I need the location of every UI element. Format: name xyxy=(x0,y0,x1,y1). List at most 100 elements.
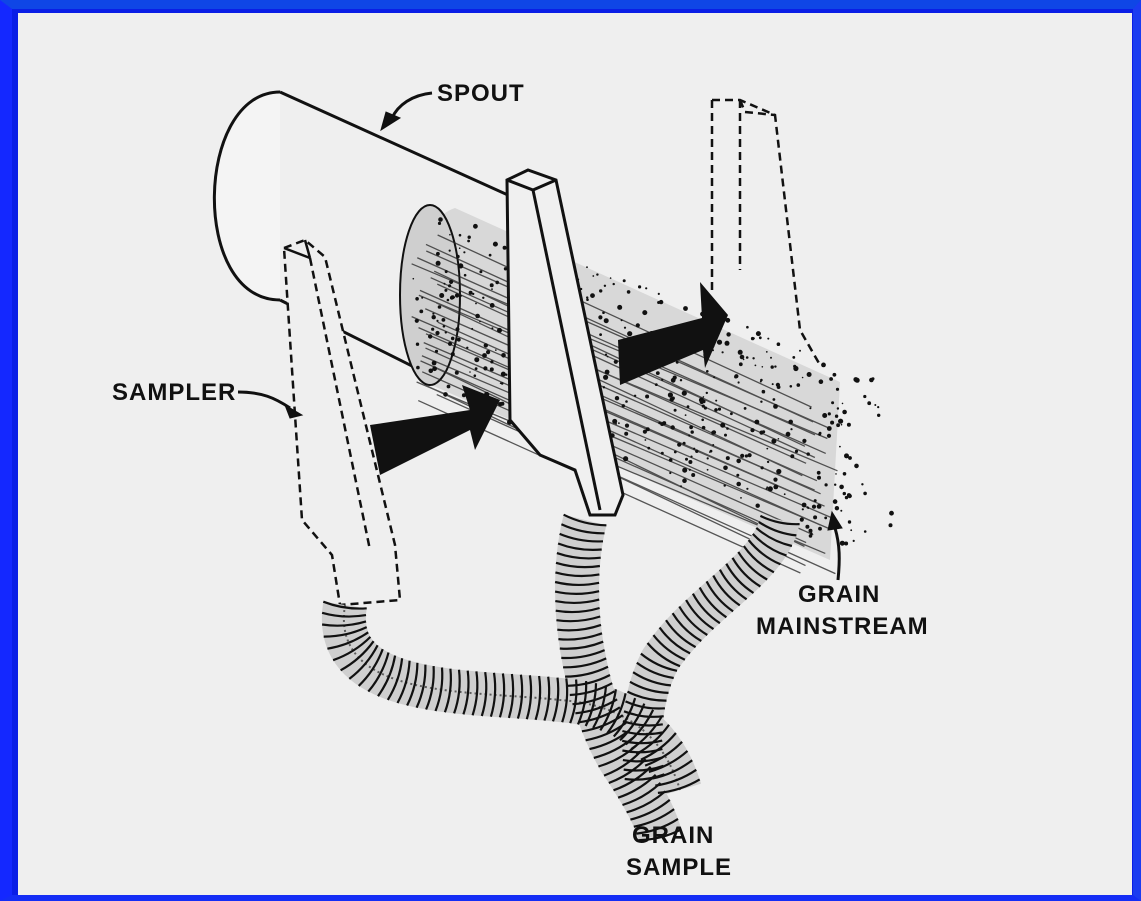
grain-particle xyxy=(471,328,473,330)
grain-particle xyxy=(844,453,849,458)
grain-particle xyxy=(744,407,747,410)
grain-particle xyxy=(767,338,769,340)
grain-particle xyxy=(689,425,693,429)
grain-particle xyxy=(817,476,821,480)
grain-particle xyxy=(841,424,843,426)
grain-particle xyxy=(671,378,676,383)
grain-particle xyxy=(766,448,768,450)
grain-particle xyxy=(455,293,459,297)
grain-particle xyxy=(449,280,453,284)
grain-particle xyxy=(490,367,494,371)
grain-particle xyxy=(469,291,473,295)
grain-particle xyxy=(436,261,441,266)
grain-particle xyxy=(853,377,858,382)
grain-particle xyxy=(598,315,602,319)
grain-particle xyxy=(497,328,502,333)
grain-particle xyxy=(734,375,737,378)
grain-particle xyxy=(847,423,851,427)
sampler-far xyxy=(712,100,820,365)
grain-particle xyxy=(479,270,482,273)
grain-particle xyxy=(645,287,647,289)
grain-particle xyxy=(813,515,817,519)
grain-particle xyxy=(724,434,727,437)
grain-particle xyxy=(877,406,879,408)
grain-particle xyxy=(802,508,804,510)
grain-particle xyxy=(755,365,757,367)
grain-particle xyxy=(715,400,717,402)
grain-particle xyxy=(726,332,730,336)
grain-particle xyxy=(834,484,836,486)
grain-particle xyxy=(687,405,690,408)
grain-particle xyxy=(802,377,804,379)
grain-particle xyxy=(693,448,695,450)
grain-particle xyxy=(602,311,605,314)
grain-particle xyxy=(443,325,446,328)
grain-particle xyxy=(713,376,715,378)
grain-particle xyxy=(736,474,739,477)
grain-particle xyxy=(449,250,451,252)
grain-particle xyxy=(759,336,762,339)
grain-particle xyxy=(615,423,617,425)
grain-particle xyxy=(836,388,839,391)
grain-particle xyxy=(839,446,841,448)
grain-particle xyxy=(767,461,769,463)
grain-particle xyxy=(448,284,451,287)
grain-particle xyxy=(738,350,743,355)
grain-particle xyxy=(586,266,588,268)
grain-particle xyxy=(691,473,695,477)
grain-particle xyxy=(421,297,423,299)
grain-particle xyxy=(618,422,620,424)
grain-particle xyxy=(683,442,686,445)
grain-particle xyxy=(490,283,494,287)
grain-particle xyxy=(456,327,460,331)
grain-particle xyxy=(500,402,504,406)
grain-particle xyxy=(617,305,622,310)
grain-particle xyxy=(592,275,594,277)
grain-particle xyxy=(428,334,432,338)
grain-particle xyxy=(599,289,602,292)
grain-particle xyxy=(771,365,774,368)
grain-particle xyxy=(814,499,817,502)
grain-particle xyxy=(466,347,468,349)
grain-particle xyxy=(740,454,744,458)
grain-particle xyxy=(445,331,447,333)
grain-particle xyxy=(795,450,798,453)
grain-particle xyxy=(712,444,714,446)
grain-particle xyxy=(762,390,766,394)
grain-particle xyxy=(682,468,687,473)
grain-particle xyxy=(473,224,478,229)
grain-particle xyxy=(645,439,647,441)
spout-label: SPOUT xyxy=(437,80,525,107)
grain-particle xyxy=(677,443,681,447)
grain-particle xyxy=(778,438,780,440)
grain-particle xyxy=(472,293,474,295)
grain-particle xyxy=(503,246,507,250)
grain-particle xyxy=(486,350,490,354)
grain-particle xyxy=(720,423,725,428)
grain-particle xyxy=(750,428,754,432)
grain-particle xyxy=(863,492,867,496)
grain-particle xyxy=(848,494,852,498)
grain-particle xyxy=(722,351,724,353)
grain-particle xyxy=(624,327,626,329)
grain-particle xyxy=(435,350,438,353)
grain-particle xyxy=(827,426,832,431)
grain-particle xyxy=(432,361,437,366)
grain-particle xyxy=(725,341,730,346)
grain-particle xyxy=(489,254,492,257)
grain-particle xyxy=(773,404,778,409)
grain-particle xyxy=(861,483,863,485)
grain-particle xyxy=(661,379,663,381)
grain-particle xyxy=(805,525,809,529)
grain-particle xyxy=(762,366,764,368)
grain-particle xyxy=(447,385,451,389)
grain-particle xyxy=(809,407,811,409)
grain-particle xyxy=(468,236,471,239)
grain-particle xyxy=(771,439,776,444)
grain-particle xyxy=(474,374,477,377)
grain-particle xyxy=(833,373,837,377)
grain-particle xyxy=(475,303,477,305)
grain-particle xyxy=(831,401,834,404)
grain-particle xyxy=(432,313,434,315)
grain-particle xyxy=(624,432,628,436)
